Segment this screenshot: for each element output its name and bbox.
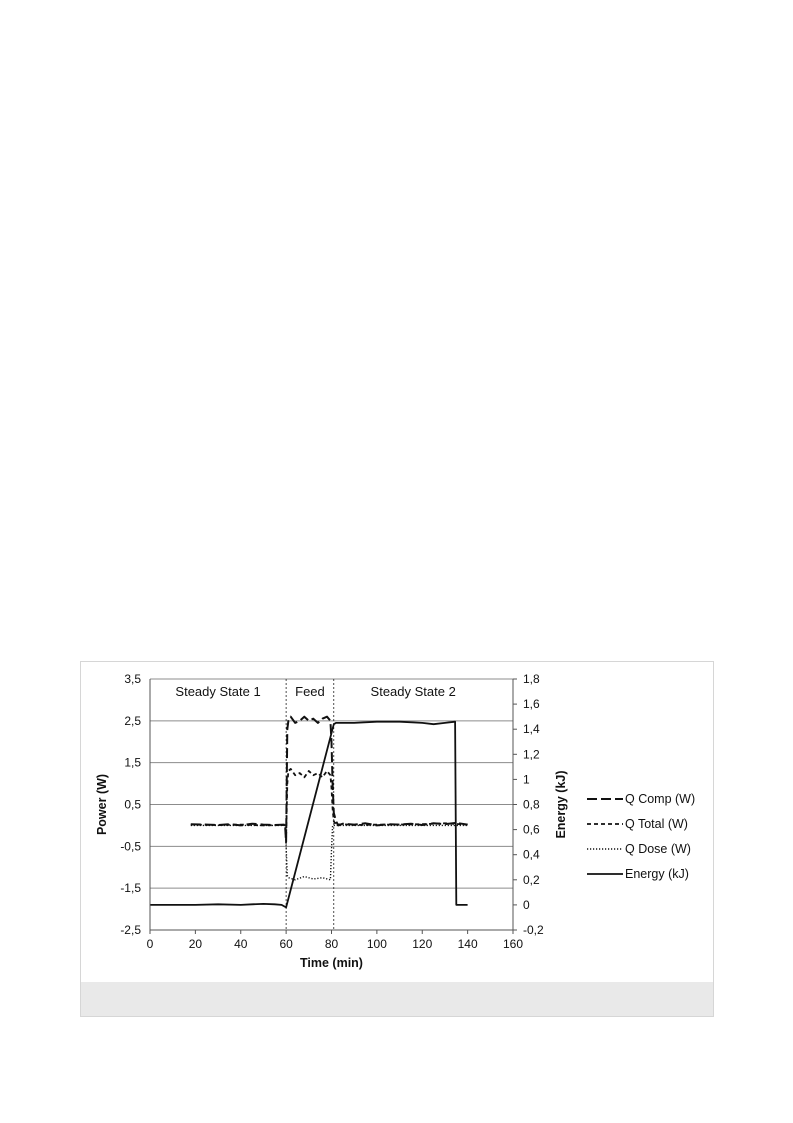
y-tick-label: -2,5 <box>120 923 141 937</box>
y-tick-label: -0,5 <box>120 839 141 853</box>
y2-tick-label: 0,2 <box>523 873 540 887</box>
y2-tick-label: 0 <box>523 898 530 912</box>
x-tick-label: 80 <box>325 937 339 951</box>
x-tick-label: 0 <box>147 937 154 951</box>
region-labels: Steady State 1 Feed Steady State 2 <box>175 684 455 699</box>
x-tick-label: 40 <box>234 937 248 951</box>
legend-label: Q Comp (W) <box>625 792 695 806</box>
legend-label: Q Dose (W) <box>625 842 691 856</box>
series-line-2 <box>190 824 468 881</box>
y-tick-label: -1,5 <box>120 881 141 895</box>
tick-labels: -2,5 -1,5 -0,5 0,5 1,5 2,5 3,5 -0,2 0 0,2 0,4 0,6 0,… <box>120 672 544 951</box>
series-layer <box>150 715 468 909</box>
series-line-1 <box>190 768 468 839</box>
legend-label: Q Total (W) <box>625 817 688 831</box>
y-tick-label: 2,5 <box>124 714 141 728</box>
y-tick-label: 3,5 <box>124 672 141 686</box>
series-line-3 <box>150 720 468 909</box>
x-tick-label: 140 <box>458 937 478 951</box>
y2-tick-label: -0,2 <box>523 923 544 937</box>
series-line-0 <box>190 715 468 844</box>
y-tick-label: 1,5 <box>124 756 141 770</box>
x-tick-label: 160 <box>503 937 523 951</box>
grid-layer <box>150 678 513 931</box>
figure-frame: -2,5 -1,5 -0,5 0,5 1,5 2,5 3,5 -0,2 0 0,2 0,4 0,6 0,… <box>80 661 714 1017</box>
y2-tick-label: 1,4 <box>523 722 540 736</box>
y2-tick-label: 1 <box>523 772 530 786</box>
chart: -2,5 -1,5 -0,5 0,5 1,5 2,5 3,5 -0,2 0 0,2 0,4 0,6 0,… <box>95 672 695 970</box>
legend: Q Comp (W) Q Total (W) Q Dose (W) Energy (k… <box>587 792 695 881</box>
y2-tick-label: 1,2 <box>523 747 540 761</box>
region-label: Feed <box>295 684 325 699</box>
region-label: Steady State 2 <box>371 684 456 699</box>
y2-tick-label: 0,8 <box>523 798 540 812</box>
y2-tick-label: 1,8 <box>523 672 540 686</box>
y-tick-label: 0,5 <box>124 798 141 812</box>
y2-tick-label: 0,4 <box>523 848 540 862</box>
region-label: Steady State 1 <box>175 684 260 699</box>
y2-axis-title: Energy (kJ) <box>554 770 568 838</box>
legend-label: Energy (kJ) <box>625 867 689 881</box>
axes-layer <box>149 678 517 934</box>
x-tick-label: 60 <box>279 937 293 951</box>
x-tick-label: 20 <box>189 937 203 951</box>
x-tick-label: 120 <box>412 937 432 951</box>
y-axis-title: Power (W) <box>95 774 109 835</box>
x-tick-label: 100 <box>367 937 387 951</box>
y2-tick-label: 1,6 <box>523 697 540 711</box>
caption-band <box>81 982 713 1016</box>
y2-tick-label: 0,6 <box>523 823 540 837</box>
x-axis-title: Time (min) <box>300 956 363 970</box>
